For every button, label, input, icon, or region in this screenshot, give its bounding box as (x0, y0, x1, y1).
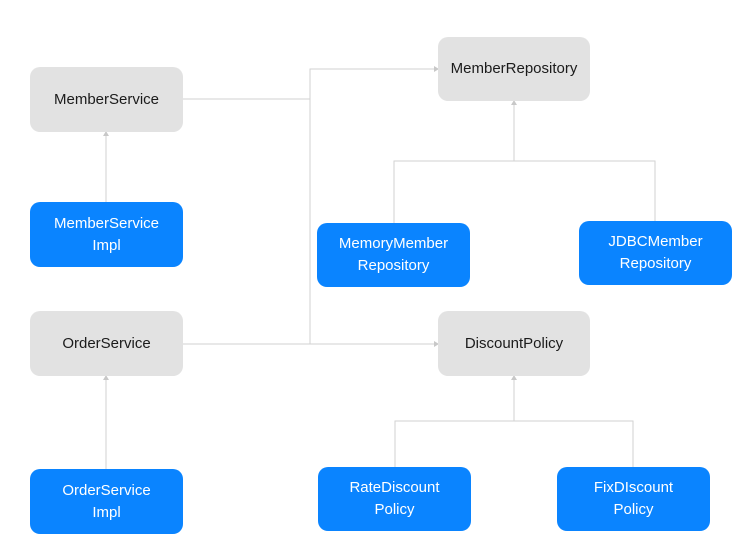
order-service-impl-node: OrderService Impl (30, 469, 183, 534)
arrowhead-discountpolicy-left (434, 341, 439, 347)
arrowhead-orderservice (103, 375, 109, 380)
member-service-node: MemberService (30, 67, 183, 132)
discount-policy-node: DiscountPolicy (438, 311, 590, 376)
edge-orderservice-to-memberrepository (183, 99, 311, 345)
arrowhead-discountpolicy-bottom (511, 375, 517, 380)
jdbc-member-repository-node: JDBCMember Repository (579, 221, 732, 285)
member-service-impl-node: MemberService Impl (30, 202, 183, 267)
edge-memberservice-to-memberrepository (183, 68, 438, 100)
arrowhead-memberservice (103, 131, 109, 136)
rate-discount-policy-node: RateDiscount Policy (318, 467, 471, 531)
order-service-impl-label: OrderService Impl (62, 481, 151, 521)
order-service-node: OrderService (30, 311, 183, 376)
jdbc-member-repository-label: JDBCMember Repository (608, 233, 703, 272)
member-repository-node: MemberRepository (438, 37, 590, 101)
arrowhead-memberrepository-bottom (511, 100, 517, 105)
member-service-impl-label: MemberService Impl (53, 214, 160, 254)
memory-member-repository-node: MemoryMember Repository (317, 223, 470, 287)
member-service-label: MemberService (53, 90, 160, 108)
memory-member-repository-label: MemoryMember Repository (338, 235, 449, 274)
discount-policy-label: DiscountPolicy (464, 334, 564, 352)
member-repository-label: MemberRepository (450, 60, 578, 77)
edge-memorymemberrepository-to-memberrepository (393, 160, 656, 223)
edge-ratediscountpolicy-to-discountpolicy (394, 420, 634, 467)
fix-discount-policy-node: FixDIscount Policy (557, 467, 710, 531)
arrowhead-memberrepository-left (434, 66, 439, 72)
fix-discount-policy-label: FixDIscount Policy (593, 479, 674, 518)
rate-discount-policy-label: RateDiscount Policy (349, 479, 440, 518)
order-service-label: OrderService (62, 334, 151, 352)
